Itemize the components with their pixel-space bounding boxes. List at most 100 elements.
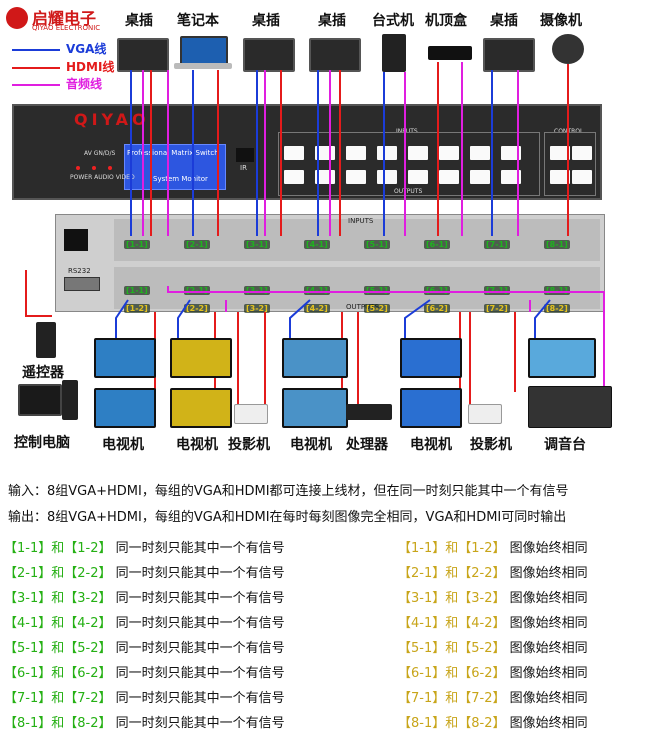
outputs-label: OUTPUTS [394,188,423,195]
top-device-label: 机顶盒 [425,13,467,29]
rear-output-port-1: [3-1] [244,286,270,295]
legend-audio: 音频线 [12,75,102,92]
output-key[interactable] [284,170,304,184]
control-key[interactable] [550,146,570,160]
output-key[interactable] [377,170,397,184]
vga-cable [115,299,129,340]
pair-rule-left: 【2-1】和【2-2】 同一时刻只能其中一个有信号 [4,566,285,581]
rear-input-port: [2-1] [184,240,210,249]
tv-icon [170,388,232,428]
output-key[interactable] [439,170,459,184]
inputs-label: INPUTS [396,128,418,135]
bottom-device-label: 投影机 [228,437,270,453]
camera-icon [552,34,584,64]
brand-name: 启耀电子 [32,9,97,28]
projector-icon [468,404,502,424]
input-note: 输入：8组VGA+HDMI，每组的VGA和HDMI都可连接上线材，但在同一时刻只… [8,484,569,499]
pair-rule-left: 【7-1】和【7-2】 同一时刻只能其中一个有信号 [4,691,285,706]
rear-input-port: [6-1] [424,240,450,249]
rear-output-port-2: [6-2] [424,304,450,313]
top-device-label: 桌插 [125,13,153,29]
laptop-icon [180,36,228,66]
bottom-device-label: 电视机 [410,437,452,453]
control-area [544,132,596,196]
tv-icon [400,338,462,378]
rear-output-port-2: [3-2] [244,304,270,313]
remote-control-label: 遥控器 [22,365,64,381]
input-key[interactable] [346,146,366,160]
lcd-sub: System Monitor [153,175,208,183]
bottom-device-label: 电视机 [176,437,218,453]
desktop-pc-icon [382,34,406,72]
desk-socket-icon [243,38,295,72]
led-labels-top: AV GN/D/S [84,150,116,157]
rear-output-port-1: [4-1] [304,286,330,295]
tv-icon [282,338,348,378]
rear-input-port: [4-1] [304,240,330,249]
input-key[interactable] [284,146,304,160]
input-key[interactable] [439,146,459,160]
cable-diagram [25,62,605,408]
set-top-box-icon [428,46,472,60]
rear-output-port-1: [8-1] [544,286,570,295]
brand: 启耀电子 QIYAO ELECTRONIC [6,5,118,35]
output-key[interactable] [501,170,521,184]
tv-icon [400,388,462,428]
tv-icon [94,388,156,428]
input-key[interactable] [501,146,521,160]
rear-outputs-label: OUTPUTS [346,303,379,311]
top-device-label: 桌插 [318,13,346,29]
rear-output-port-1: [1-1] [124,286,150,295]
top-device-label: 桌插 [490,13,518,29]
output-key[interactable] [470,170,490,184]
rear-input-port: [3-1] [244,240,270,249]
input-key[interactable] [470,146,490,160]
pair-rule-right: 【3-1】和【3-2】 图像始终相同 [398,591,588,606]
bottom-device-label: 处理器 [346,437,388,453]
processor-icon [346,404,392,420]
rear-output-port-1: [5-1] [364,286,390,295]
led-power [76,166,80,170]
audio-cable [167,286,605,392]
rear-output-port-1: [7-1] [484,286,510,295]
control-key[interactable] [572,170,592,184]
pair-rule-right: 【4-1】和【4-2】 图像始终相同 [398,616,588,631]
ir-window [236,148,254,162]
bottom-device-label: 电视机 [102,437,144,453]
control-pc-tower-icon [62,380,78,420]
tv-icon [170,338,232,378]
rear-output-port-2: [8-2] [544,304,570,313]
rear-output-port-1: [2-1] [184,286,210,295]
led-labels-bottom: POWER AUDIO VIDEO [70,174,135,181]
led-audio [92,166,96,170]
rear-output-port-1: [6-1] [424,286,450,295]
input-key[interactable] [408,146,428,160]
legend-vga: VGA线 [12,40,106,57]
pair-rule-right: 【5-1】和【5-2】 图像始终相同 [398,641,588,656]
remote-control-icon [36,322,56,358]
bottom-device-label: 电视机 [290,437,332,453]
control-key[interactable] [550,170,570,184]
power-socket-icon [64,229,88,251]
bottom-device-label: 调音台 [544,437,586,453]
output-key[interactable] [408,170,428,184]
rear-output-port-2: [5-2] [364,304,390,313]
button-area [278,132,540,196]
rear-input-port: [7-1] [484,240,510,249]
lcd-screen: Professional Matrix Switch System Monito… [124,144,226,190]
legend-hdmi: HDMI线 [12,58,114,75]
matrix-logo: QIYAO [74,110,150,129]
output-key[interactable] [346,170,366,184]
projector-icon [234,404,268,424]
pair-rule-right: 【7-1】和【7-2】 图像始终相同 [398,691,588,706]
ir-label: IR [240,164,247,172]
lcd-title: Professional Matrix Switch [127,149,219,157]
led-video [108,166,112,170]
pair-rule-right: 【6-1】和【6-2】 图像始终相同 [398,666,588,681]
pair-rule-left: 【1-1】和【1-2】 同一时刻只能其中一个有信号 [4,541,285,556]
rear-output-port-2: [4-2] [304,304,330,313]
control-key[interactable] [572,146,592,160]
top-device-label: 桌插 [252,13,280,29]
input-key[interactable] [377,146,397,160]
top-device-label: 笔记本 [177,13,219,29]
